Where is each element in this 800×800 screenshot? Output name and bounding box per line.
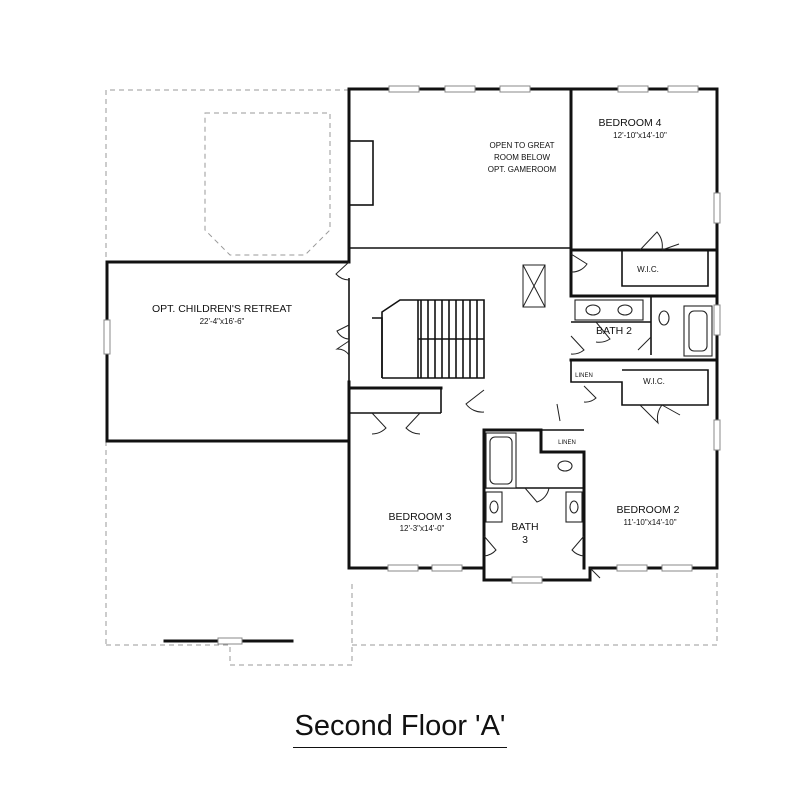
- linen-bath3-label: LINEN: [558, 440, 576, 446]
- fixtures: [485, 299, 713, 523]
- floor-title-text: Second Floor 'A': [292, 710, 508, 748]
- bedroom2-label: BEDROOM 2: [616, 504, 679, 516]
- bedroom3-size: 12'-3"x14'-0": [400, 524, 445, 533]
- open-great-room-line3: OPT. GAMEROOM: [488, 165, 557, 174]
- windows: [103, 85, 721, 645]
- open-great-room-line1: OPEN TO GREAT: [490, 141, 555, 150]
- bedroom3-label: BEDROOM 3: [388, 511, 451, 523]
- interior-walls: [347, 87, 719, 570]
- room-labels: BEDROOM 4 12'-10"x14'-10" OPEN TO GREAT …: [152, 117, 680, 546]
- linen-left-label: LINEN: [575, 373, 593, 379]
- bath3-label-line2: 3: [522, 534, 528, 546]
- bedroom2-size: 11'-10"x14'-10": [623, 518, 676, 527]
- door-swings: [335, 231, 681, 579]
- bedroom4-label: BEDROOM 4: [598, 117, 661, 129]
- bedroom4-size: 12'-10"x14'-10": [613, 131, 667, 140]
- exterior-walls: [105, 87, 719, 643]
- open-great-room-line2: ROOM BELOW: [494, 153, 550, 162]
- childrens-retreat-label: OPT. CHILDREN'S RETREAT: [152, 303, 293, 315]
- childrens-retreat-size: 22'-4"x16'-6": [200, 317, 245, 326]
- wic-upper-label: W.I.C.: [637, 265, 659, 274]
- staircase: [381, 299, 485, 379]
- floor-title: Second Floor 'A': [0, 710, 800, 748]
- wic-lower-label: W.I.C.: [643, 377, 665, 386]
- dashed-outlines: [105, 89, 718, 666]
- bath3-label-line1: BATH: [511, 521, 538, 533]
- attic-access: [522, 264, 546, 308]
- bath2-label: BATH 2: [596, 325, 632, 337]
